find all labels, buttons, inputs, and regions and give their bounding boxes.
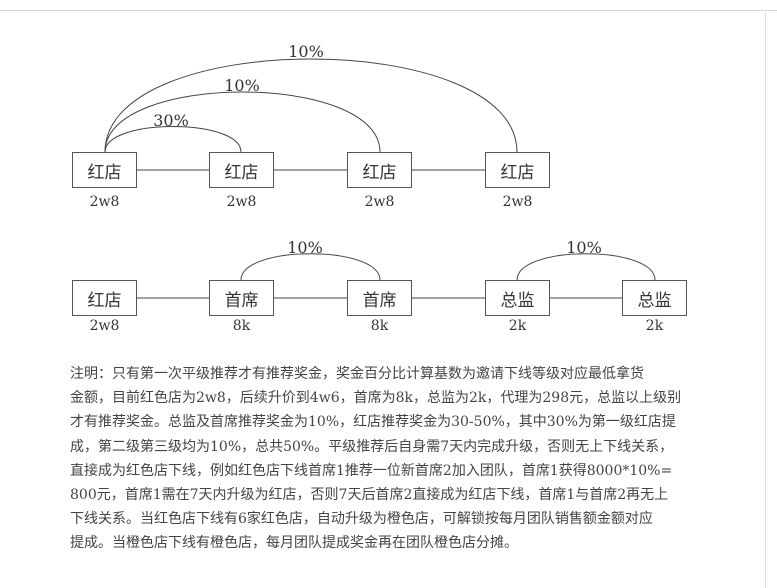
- node-value: 8k: [232, 318, 251, 334]
- node-value: 2w8: [89, 194, 120, 210]
- node-red-store: 红店: [72, 152, 137, 188]
- node-value: 2w8: [502, 194, 533, 210]
- node-value: 2w8: [89, 318, 120, 334]
- node-director: 总监: [622, 280, 687, 316]
- note-line: 800元，首席1需在7天内升级为红店，否则7天后首席2直接成为红店下线，首席1与…: [70, 487, 669, 504]
- note-line: 注明：只有第一次平级推荐才有推荐奖金，奖金百分比计算基数为邀请下线等级对应最低拿…: [70, 366, 644, 382]
- note-line: 金额，目前红色店为2w8，后续升价到4w6，首席为8k，总监为2k，代理为298…: [70, 390, 682, 407]
- arc-label: 30%: [153, 111, 189, 130]
- arc-row2-10pct-b: [516, 253, 656, 281]
- node-red-store: 红店: [347, 152, 412, 188]
- node-red-store: 红店: [209, 152, 274, 188]
- note-line: 下线关系。当红色店下线有6家红色店，自动升级为橙色店，可解锁按每月团队销售额金额…: [70, 511, 653, 528]
- arc-row2-10pct-a: [240, 253, 381, 281]
- arc-row1-10pct-b: [104, 58, 518, 153]
- arc-row1-30pct: [104, 126, 242, 153]
- arc-row1-10pct-a: [104, 91, 381, 153]
- note-paragraph: 注明：只有第一次平级推荐才有推荐奖金，奖金百分比计算基数为邀请下线等级对应最低拿…: [70, 362, 760, 556]
- node-value: 2k: [645, 318, 664, 334]
- node-red-store: 红店: [72, 280, 137, 316]
- note-line: 才有推荐奖金。总监及首席推荐奖金为10%，红店推荐奖金为30-50%，其中30%…: [70, 414, 676, 431]
- arc-label: 10%: [287, 238, 323, 257]
- arc-label: 10%: [224, 76, 260, 95]
- node-value: 2k: [508, 318, 527, 334]
- page-border-top: [0, 10, 777, 11]
- page-border-right: [765, 10, 766, 588]
- node-red-store: 红店: [485, 152, 550, 188]
- node-director: 总监: [485, 280, 550, 316]
- note-line: 提成。当橙色店下线有橙色店，每月团队提成奖金再在团队橙色店分摊。: [70, 535, 518, 552]
- note-line: 成，第二级第三级均为10%，总共50%。平级推荐后自身需7天内完成升级，否则无上…: [70, 438, 674, 455]
- node-value: 8k: [370, 318, 389, 334]
- node-value: 2w8: [364, 194, 395, 210]
- node-chief: 首席: [209, 280, 274, 316]
- node-value: 2w8: [226, 194, 257, 210]
- note-line: 直接成为红色店下线，例如红色店下线首席1推荐一位新首席2加入团队，首席1获得80…: [70, 462, 673, 479]
- arc-label: 10%: [288, 42, 324, 61]
- arc-label: 10%: [566, 238, 602, 257]
- node-chief: 首席: [347, 280, 412, 316]
